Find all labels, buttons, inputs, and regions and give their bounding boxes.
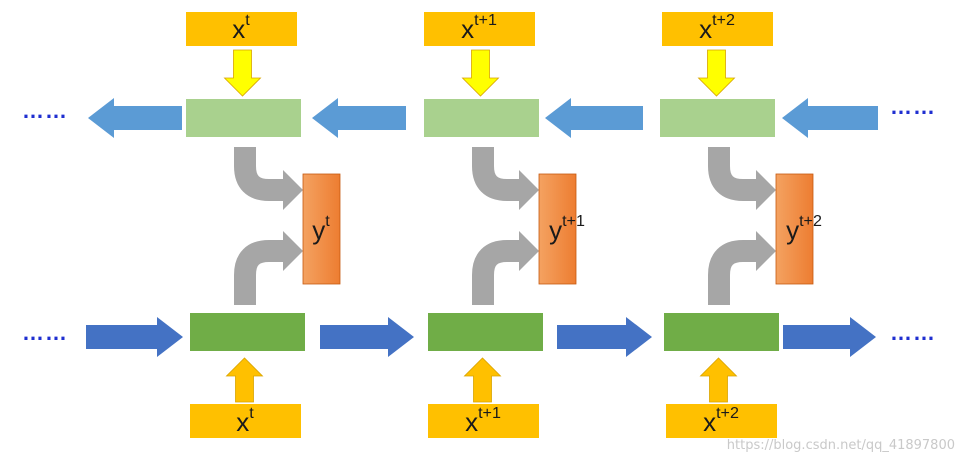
ellipsis-bottom-right: …… — [890, 320, 936, 345]
output-label-1: yt+1 — [549, 212, 585, 244]
merge-arrow-bottom-0-head — [283, 231, 303, 271]
output-label-2: yt+2 — [786, 212, 822, 244]
top-state-box-1 — [424, 99, 539, 137]
watermark: https://blog.csdn.net/qq_41897800 — [726, 438, 955, 453]
merge-arrow-top-2-head — [756, 170, 776, 210]
bottom-input-box-2 — [666, 404, 777, 438]
top-input-label-1: xt+1 — [461, 11, 497, 43]
bottom-state-box-1 — [428, 313, 543, 351]
top-input-arrow-2 — [697, 49, 736, 97]
flow-arrow-top-1 — [312, 98, 406, 138]
bottom-input-arrow-2 — [699, 357, 738, 403]
output-box-1 — [538, 173, 577, 285]
top-input-box-0 — [186, 12, 297, 46]
merge-arrow-bottom-0-shaft — [234, 240, 285, 305]
bottom-input-arrow-0 — [225, 357, 264, 403]
bottom-input-label-1: xt+1 — [465, 404, 501, 436]
bottom-input-box-0 — [190, 404, 301, 438]
flow-arrow-bottom-1 — [320, 317, 414, 357]
merge-arrow-top-1-shaft — [472, 147, 521, 201]
top-input-arrow-1 — [461, 49, 500, 97]
top-input-arrow-0 — [223, 49, 262, 97]
output-box-2 — [775, 173, 814, 285]
flow-arrow-top-3 — [782, 98, 878, 138]
merge-arrow-bottom-2-shaft — [708, 240, 758, 305]
bottom-input-box-1 — [428, 404, 539, 438]
ellipsis-top-right: …… — [890, 94, 936, 119]
top-state-box-0 — [186, 99, 301, 137]
bottom-state-box-0 — [190, 313, 305, 351]
merge-arrow-top-0-head — [283, 170, 303, 210]
bottom-input-label-0: xt — [236, 404, 254, 436]
merge-arrow-bottom-1-head — [519, 231, 539, 271]
flow-arrow-bottom-2 — [557, 317, 652, 357]
flow-arrow-top-2 — [545, 98, 643, 138]
bottom-input-arrow-1 — [463, 357, 502, 403]
merge-arrow-top-2-shaft — [708, 147, 758, 201]
merge-arrow-bottom-2-head — [756, 231, 776, 271]
top-state-box-2 — [660, 99, 775, 137]
top-input-box-2 — [662, 12, 773, 46]
flow-arrow-top-0 — [88, 98, 182, 138]
flow-arrow-bottom-3 — [783, 317, 876, 357]
flow-arrow-bottom-0 — [86, 317, 183, 357]
merge-arrow-bottom-1-shaft — [472, 240, 521, 305]
merge-arrow-top-0-shaft — [234, 147, 285, 201]
merge-arrow-top-1-head — [519, 170, 539, 210]
top-input-label-0: xt — [232, 11, 250, 43]
bottom-state-box-2 — [664, 313, 779, 351]
top-input-box-1 — [424, 12, 535, 46]
bottom-input-label-2: xt+2 — [703, 404, 739, 436]
output-box-0 — [302, 173, 341, 285]
ellipsis-bottom-left: …… — [22, 320, 68, 345]
output-label-0: yt — [312, 212, 330, 244]
top-input-label-2: xt+2 — [699, 11, 735, 43]
ellipsis-top-left: …… — [22, 98, 68, 123]
